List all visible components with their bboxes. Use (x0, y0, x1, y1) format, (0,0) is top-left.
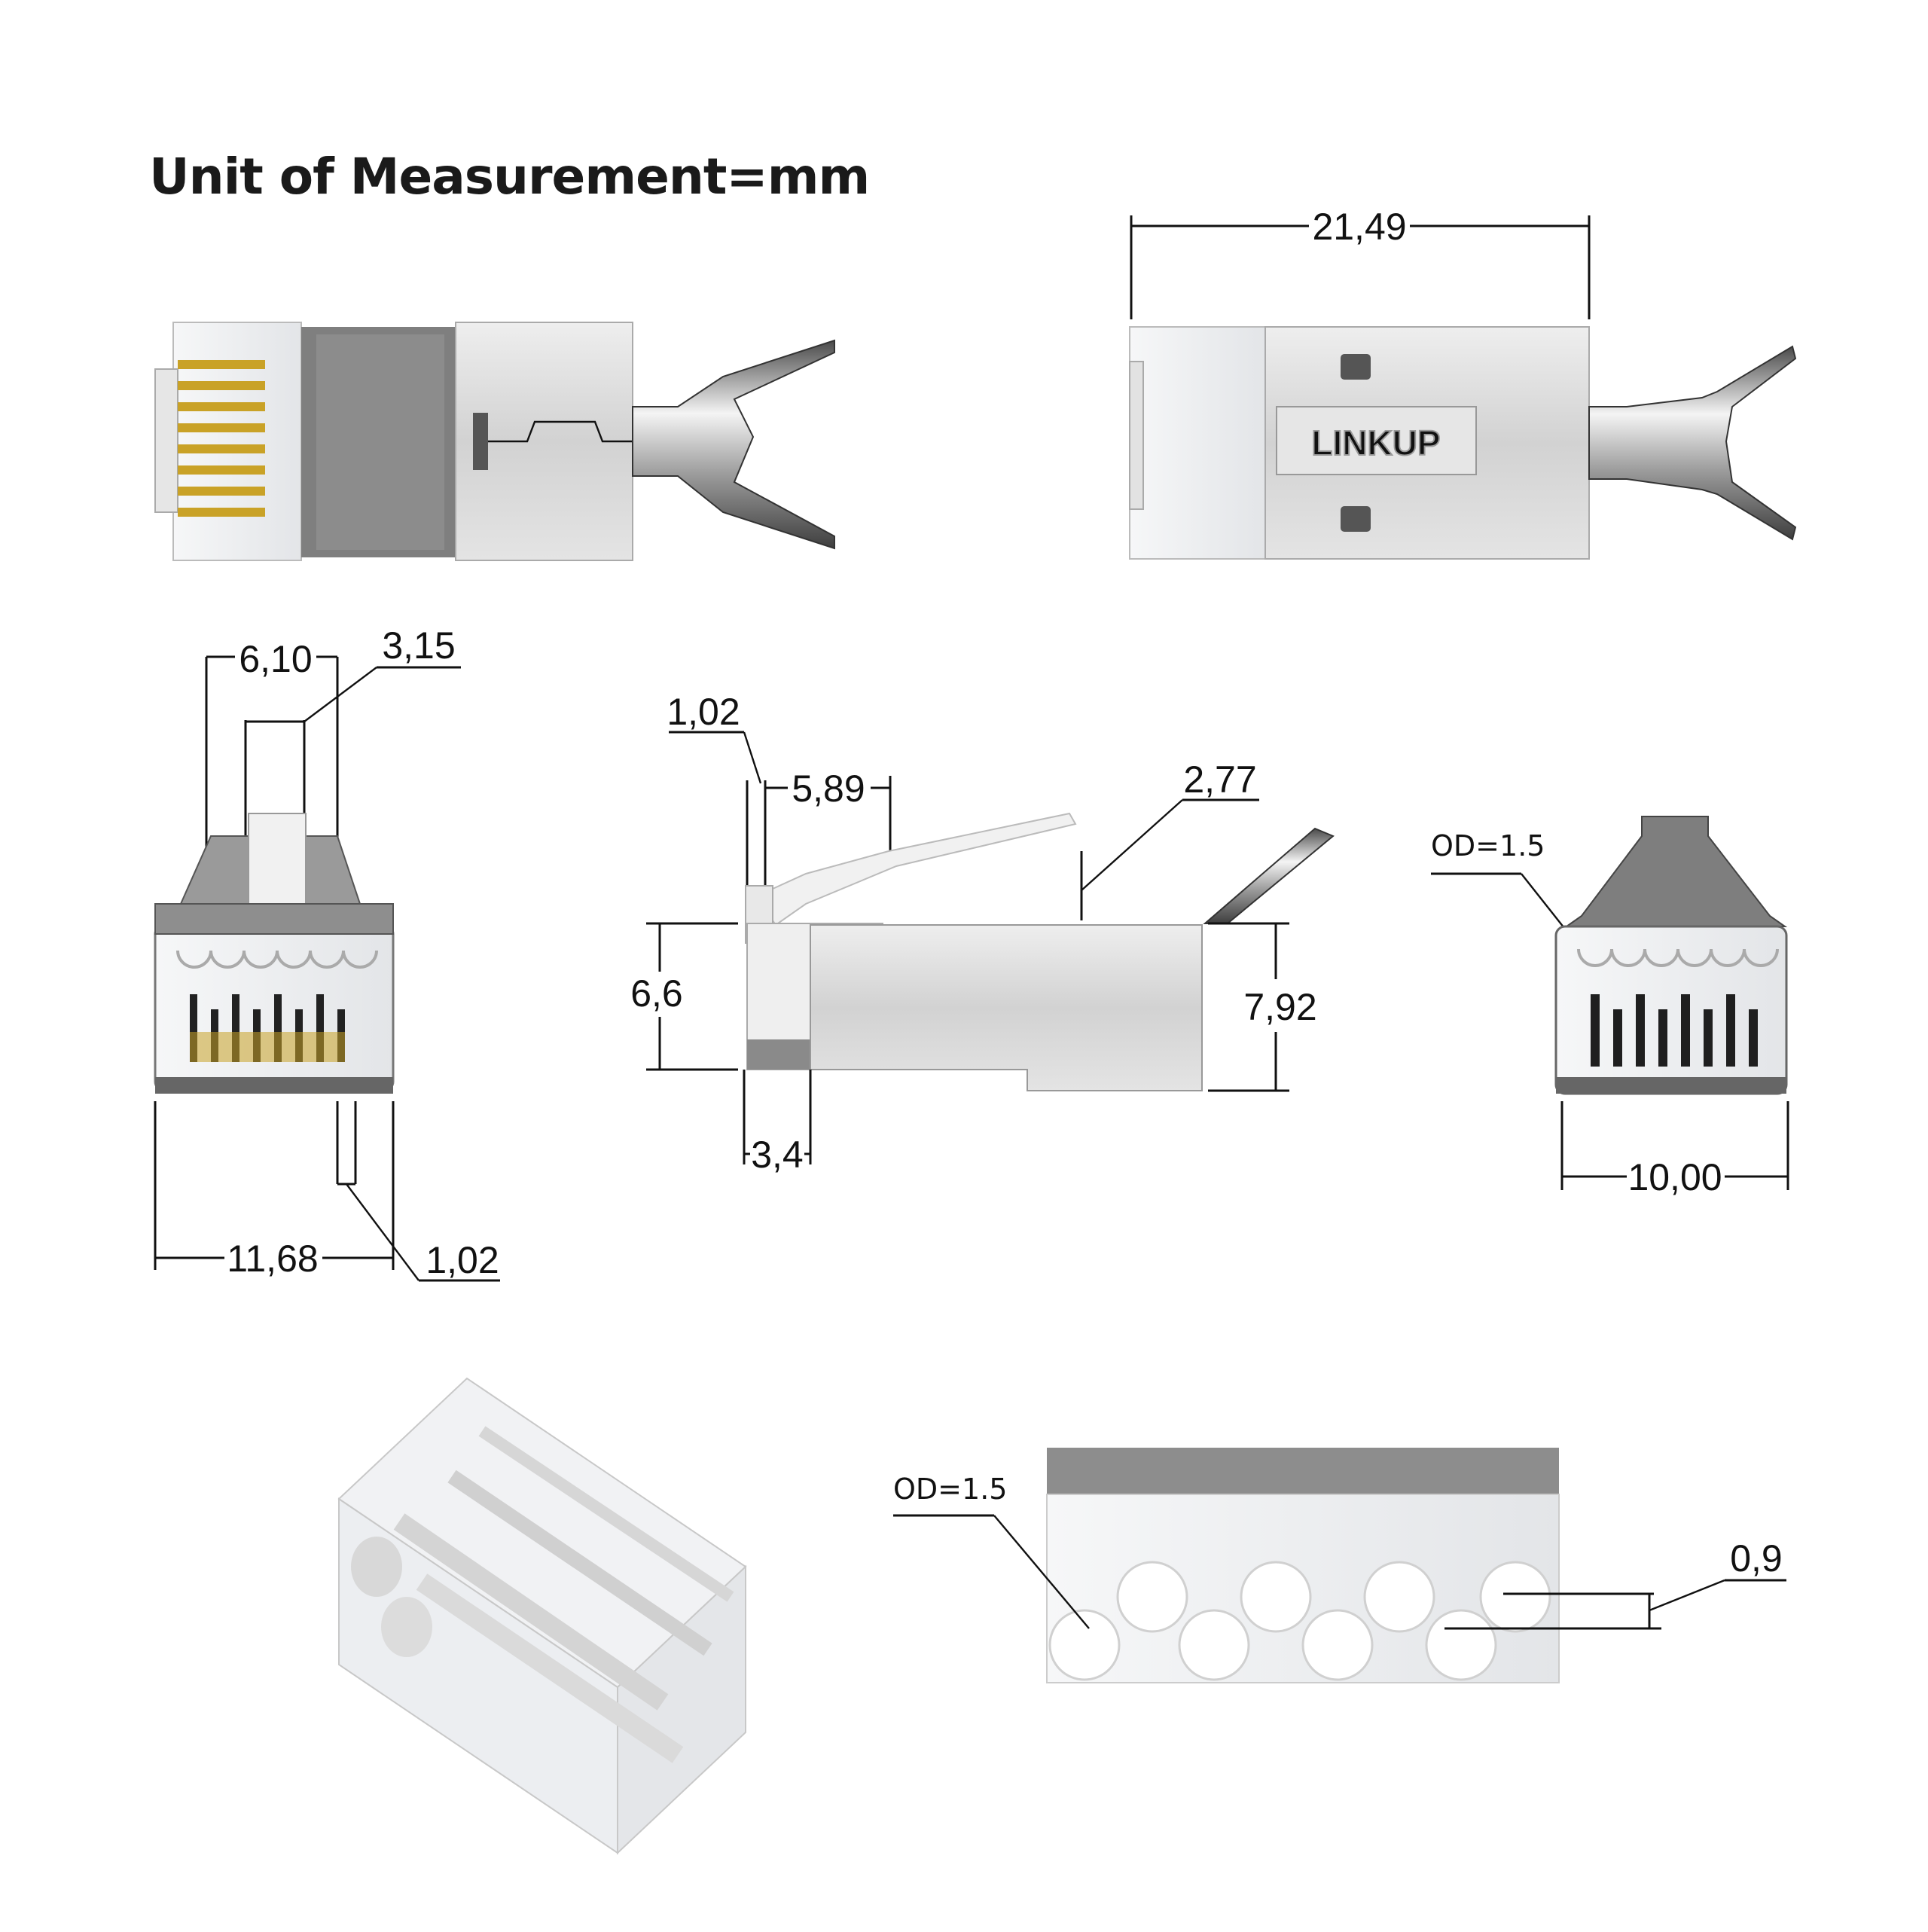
side-view-contacts (154, 322, 835, 561)
front-view: 6,10 3,15 (154, 624, 500, 1282)
dim-top-length: 21,49 (1312, 206, 1406, 248)
gold-contacts (178, 360, 265, 517)
dim-side-angle: 2,77 (1183, 758, 1256, 801)
rear-contacts (1591, 994, 1758, 1067)
insert-isometric (337, 1377, 747, 1855)
brand-logo: LINKUP (1311, 423, 1440, 462)
front-contacts (190, 994, 345, 1062)
dim-insert-offset: 0,9 (1730, 1537, 1783, 1579)
dim-side-front-height: 6,6 (630, 972, 683, 1015)
rear-view: OD=1.5 10,00 (1431, 816, 1789, 1198)
side-profile: 1,02 5,89 2,77 6,6 (630, 691, 1335, 1176)
dim-front-width: 11,68 (227, 1238, 318, 1280)
dim-front-width-top: 6,10 (239, 638, 312, 680)
label-insert-od: OD=1.5 (893, 1473, 1007, 1506)
dim-side-bottom: 3,4 (751, 1134, 804, 1176)
dim-front-latch: 3,15 (382, 624, 455, 667)
dim-side-body-height: 7,92 (1243, 986, 1316, 1028)
insert-front: OD=1.5 0,9 (893, 1448, 1786, 1683)
label-rear-od: OD=1.5 (1431, 829, 1545, 862)
dim-rear-width: 10,00 (1628, 1156, 1722, 1198)
dim-front-rib: 1,02 (426, 1239, 499, 1281)
dim-side-tip: 1,02 (667, 691, 740, 733)
top-view-logo: 21,49 LINKUP (1129, 206, 1797, 560)
unit-title: Unit of Measurement=mm (149, 148, 870, 206)
dim-side-latch: 5,89 (792, 768, 865, 810)
